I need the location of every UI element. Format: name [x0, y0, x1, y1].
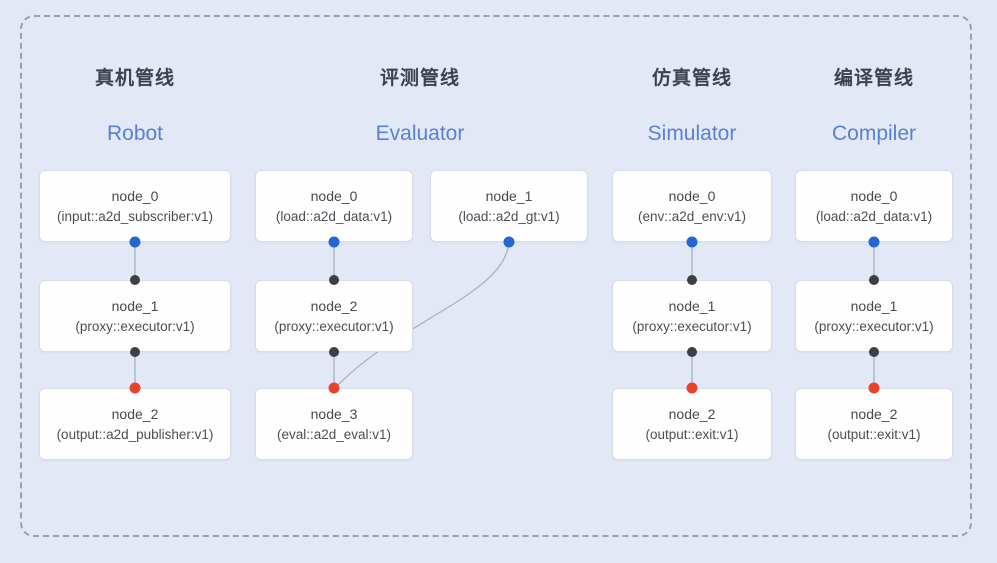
node-type: (proxy::executor:v1) — [274, 318, 394, 334]
node-type: (env::a2d_env:v1) — [637, 208, 747, 224]
node-name: node_1 — [111, 297, 159, 314]
robot-node-2-card: node_2 (output::a2d_publisher:v1) — [39, 388, 231, 460]
simulator-node-1-card: node_1 (proxy::executor:v1) — [612, 280, 772, 352]
node-name: node_1 — [668, 297, 716, 314]
node-type: (load::a2d_data:v1) — [815, 208, 933, 224]
node-name: node_2 — [668, 405, 716, 422]
node-name: node_3 — [310, 405, 358, 422]
pipeline-title-zh-compiler: 编译管线 — [833, 68, 914, 89]
node-name: node_1 — [850, 297, 898, 314]
node-name: node_2 — [310, 297, 358, 314]
node-name: node_2 — [850, 405, 898, 422]
pipeline-title-en-evaluator: Evaluator — [375, 122, 465, 145]
pipeline-title-en-simulator: Simulator — [647, 122, 737, 145]
node-type: (load::a2d_data:v1) — [275, 208, 393, 224]
node-type: (proxy::executor:v1) — [632, 318, 752, 334]
robot-node-0-card: node_0 (input::a2d_subscriber:v1) — [39, 170, 231, 242]
node-name: node_0 — [111, 187, 159, 204]
pipeline-title-en-compiler: Compiler — [831, 122, 917, 145]
evaluator-node-3-card: node_3 (eval::a2d_eval:v1) — [255, 388, 413, 460]
node-type: (proxy::executor:v1) — [75, 318, 195, 334]
robot-node-1-card: node_1 (proxy::executor:v1) — [39, 280, 231, 352]
compiler-node-0-card: node_0 (load::a2d_data:v1) — [795, 170, 953, 242]
evaluator-node-1-card: node_1 (load::a2d_gt:v1) — [430, 170, 588, 242]
node-type: (eval::a2d_eval:v1) — [276, 426, 392, 442]
node-type: (output::exit:v1) — [827, 426, 921, 442]
dashed-frame — [20, 15, 972, 537]
node-name: node_0 — [310, 187, 358, 204]
evaluator-node-0-card: node_0 (load::a2d_data:v1) — [255, 170, 413, 242]
node-type: (output::a2d_publisher:v1) — [56, 426, 214, 442]
pipeline-title-en-robot: Robot — [106, 122, 164, 145]
simulator-node-2-card: node_2 (output::exit:v1) — [612, 388, 772, 460]
evaluator-node-2-card: node_2 (proxy::executor:v1) — [255, 280, 413, 352]
compiler-node-2-card: node_2 (output::exit:v1) — [795, 388, 953, 460]
node-type: (output::exit:v1) — [645, 426, 739, 442]
compiler-node-1-card: node_1 (proxy::executor:v1) — [795, 280, 953, 352]
pipeline-title-zh-evaluator: 评测管线 — [379, 68, 460, 89]
pipeline-title-zh-robot: 真机管线 — [94, 68, 175, 89]
node-name: node_0 — [850, 187, 898, 204]
node-name: node_0 — [668, 187, 716, 204]
node-type: (proxy::executor:v1) — [814, 318, 934, 334]
simulator-node-0-card: node_0 (env::a2d_env:v1) — [612, 170, 772, 242]
node-name: node_1 — [485, 187, 533, 204]
node-type: (input::a2d_subscriber:v1) — [56, 208, 214, 224]
node-type: (load::a2d_gt:v1) — [458, 208, 560, 224]
pipeline-title-zh-simulator: 仿真管线 — [651, 68, 732, 89]
node-name: node_2 — [111, 405, 159, 422]
